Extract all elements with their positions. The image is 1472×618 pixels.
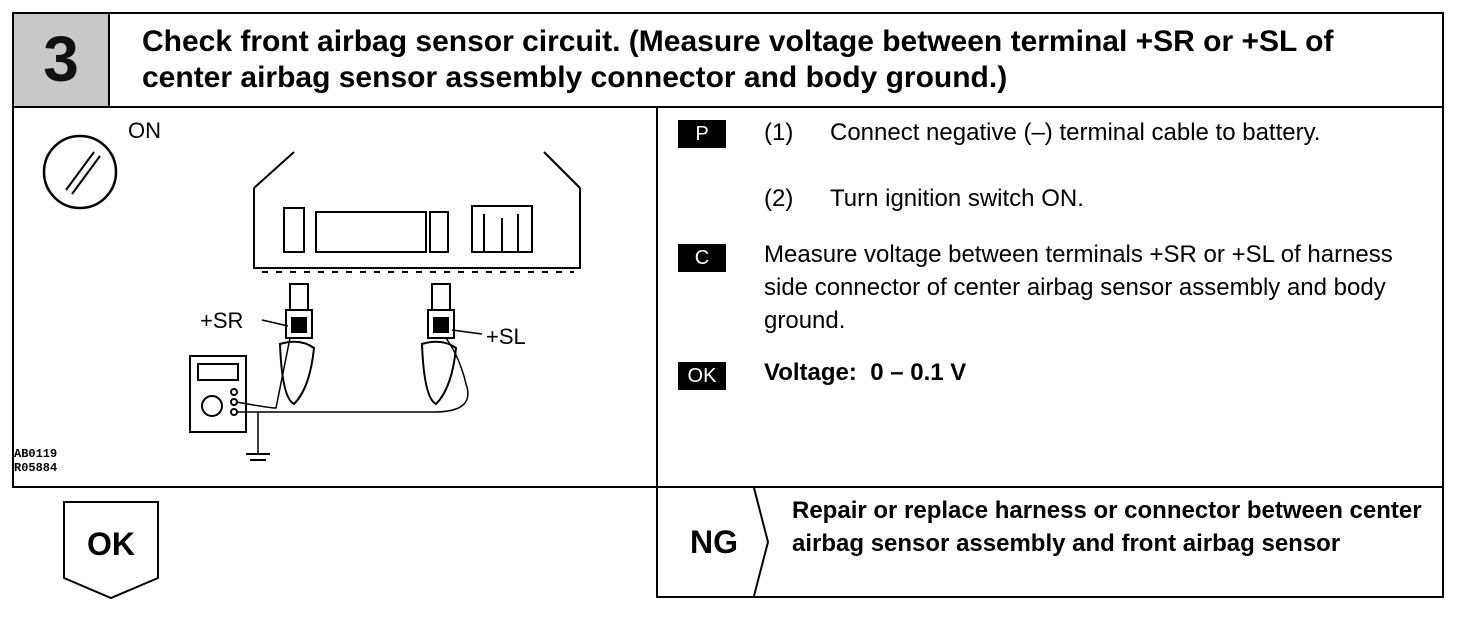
step1-text: Connect negative (–) terminal cable to b…: [830, 119, 1321, 146]
ok-arrow-box: [63, 501, 159, 600]
step-number: 3: [43, 23, 79, 95]
ng-result-label: NG: [690, 524, 738, 560]
check-text: Measure voltage between terminals +SR or…: [764, 241, 1393, 334]
ng-arrow-icon: [753, 488, 770, 596]
check-badge: C: [678, 244, 726, 272]
connector-icon: [253, 151, 581, 273]
probe-sr-icon: [278, 283, 316, 406]
step-number-badge: 3: [14, 14, 110, 106]
step-header: [12, 12, 1444, 108]
step1-number: (1): [764, 119, 794, 146]
voltmeter-icon: [189, 355, 247, 433]
ng-result-box: [656, 486, 1444, 598]
wiring-diagram: [42, 134, 581, 461]
probe-sl-icon: [420, 283, 458, 406]
ng-result-text: Repair or replace harness or connector b…: [792, 497, 1422, 557]
terminal-sr-label: +SR: [200, 308, 244, 333]
ok-result-label: OK: [87, 526, 135, 562]
prep-badge: P: [678, 120, 726, 148]
body-ground-icon: [246, 453, 270, 461]
figure-code-2: R05884: [14, 461, 58, 475]
figure-code-1: AB0119: [14, 447, 58, 461]
switch-on-label: ON: [128, 118, 161, 143]
ignition-switch-icon: [42, 134, 118, 210]
ok-criteria: Voltage: 0 – 0.1 V: [764, 359, 967, 386]
step-title: Check front airbag sensor circuit. (Meas…: [142, 25, 1334, 94]
ok-badge: OK: [678, 362, 726, 390]
terminal-sl-label: +SL: [486, 324, 526, 349]
step2-text: Turn ignition switch ON.: [830, 185, 1084, 212]
step2-number: (2): [764, 185, 794, 212]
